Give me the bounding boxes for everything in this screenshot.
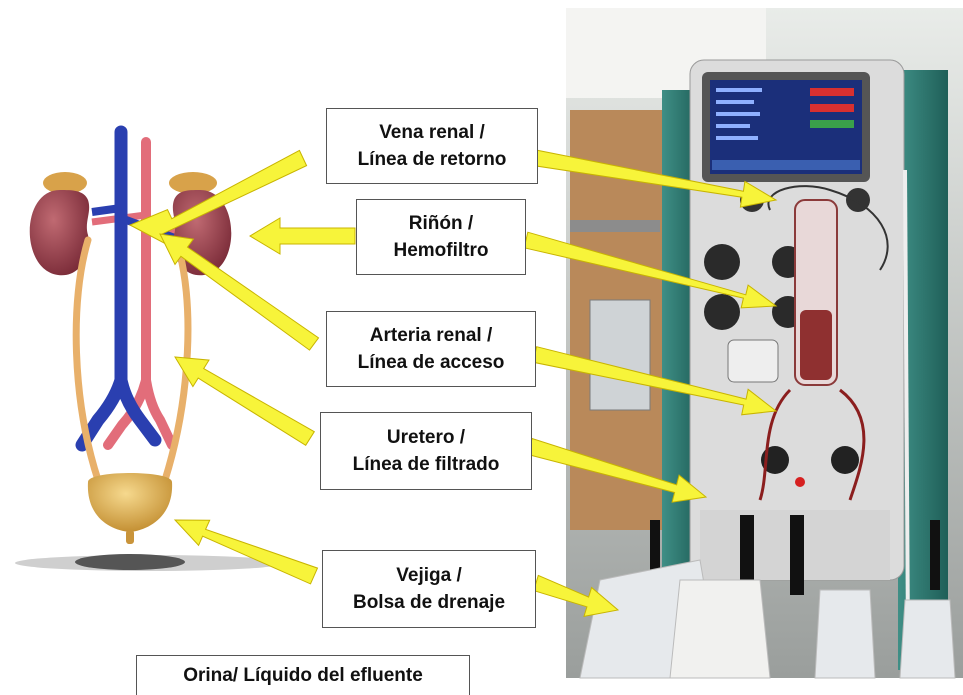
label-uretero-line2: Línea de filtrado bbox=[353, 451, 500, 478]
label-vejiga-line2: Bolsa de drenaje bbox=[353, 589, 505, 616]
hemofilter-blood bbox=[800, 310, 832, 380]
label-vena-renal: Vena renal / Línea de retorno bbox=[326, 108, 538, 184]
label-vejiga-line1: Vejiga / bbox=[396, 562, 461, 589]
label-arteria-renal: Arteria renal / Línea de acceso bbox=[326, 311, 536, 387]
drainage-bag-center bbox=[670, 580, 770, 678]
label-uretero: Uretero / Línea de filtrado bbox=[320, 412, 532, 490]
crrt-machine-photo bbox=[566, 8, 963, 678]
label-vena-renal-line1: Vena renal / bbox=[379, 119, 485, 146]
caption-effluent: Orina/ Líquido del efluente bbox=[136, 655, 470, 695]
arrow-rinon-left bbox=[250, 218, 355, 254]
ureter-right bbox=[150, 240, 188, 500]
label-vena-renal-line2: Línea de retorno bbox=[358, 146, 507, 173]
label-arteria-renal-line1: Arteria renal / bbox=[370, 322, 493, 349]
scale-hook-2 bbox=[790, 515, 804, 595]
shelf bbox=[570, 220, 660, 232]
scale-hook-4 bbox=[930, 520, 940, 590]
label-vejiga: Vejiga / Bolsa de drenaje bbox=[322, 550, 536, 628]
drainage-bag-right bbox=[815, 590, 875, 678]
caption-effluent-text: Orina/ Líquido del efluente bbox=[183, 662, 423, 689]
label-arteria-renal-line2: Línea de acceso bbox=[358, 349, 505, 376]
iv-pole-equipment bbox=[590, 300, 650, 410]
arrow-uretero-left bbox=[175, 357, 314, 445]
screen-button-row bbox=[712, 160, 860, 170]
label-rinon-line2: Hemofiltro bbox=[394, 237, 489, 264]
screen-alert-bar-1 bbox=[810, 88, 854, 96]
label-uretero-line1: Uretero / bbox=[387, 424, 465, 451]
bladder bbox=[88, 473, 172, 532]
urinary-system-illustration bbox=[15, 132, 285, 571]
clamp-red bbox=[795, 477, 805, 487]
arrow-vejiga-left bbox=[175, 520, 318, 584]
urethra bbox=[126, 530, 134, 544]
bladder-shadow bbox=[75, 554, 185, 570]
pump-1 bbox=[704, 244, 740, 280]
pressure-pod bbox=[728, 340, 778, 382]
screen-status-bar bbox=[810, 120, 854, 128]
pump-6 bbox=[831, 446, 859, 474]
label-rinon: Riñón / Hemofiltro bbox=[356, 199, 526, 275]
screen-alert-bar-2 bbox=[810, 104, 854, 112]
renal-vein-left bbox=[92, 208, 121, 212]
pump-3 bbox=[704, 294, 740, 330]
ureter-left bbox=[76, 240, 108, 500]
label-rinon-line1: Riñón / bbox=[409, 210, 473, 237]
drainage-bag-far-right bbox=[900, 600, 955, 678]
